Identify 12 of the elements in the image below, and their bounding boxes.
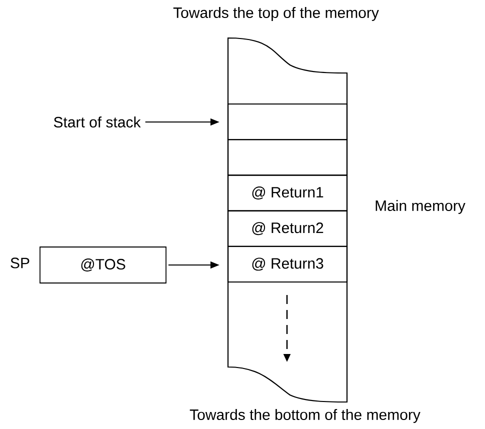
empty-cell <box>227 103 348 140</box>
memory-cell: @ Return3 <box>227 246 348 283</box>
memory-cell: @ Return2 <box>227 210 348 247</box>
node-caption: SP <box>10 258 30 268</box>
empty-cell <box>227 139 348 176</box>
memory-column <box>227 37 348 403</box>
memory-cell: @ Return1 <box>227 174 348 212</box>
register-box: @TOS <box>40 246 166 284</box>
text-label: Start of stack <box>54 116 141 128</box>
caption-text: Towards the top of the memory <box>173 7 379 21</box>
node-caption: Main memory <box>376 200 466 214</box>
caption-text: Towards the bottom of the memory <box>190 409 420 423</box>
